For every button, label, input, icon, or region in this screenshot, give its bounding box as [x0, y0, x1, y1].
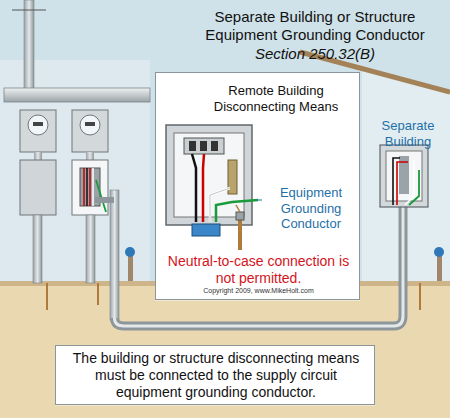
- conduits: [33, 190, 119, 320]
- leader-line: [257, 200, 262, 201]
- service-drop: [12, 10, 46, 11]
- inset-box: Remote Building Disconnecting MeansEquip…: [155, 72, 360, 300]
- note-ground: [55, 345, 375, 405]
- service-disconnects: [20, 160, 108, 215]
- left-wall: [0, 60, 150, 285]
- inset-panel: [166, 125, 258, 250]
- service-mast: [24, 0, 34, 95]
- hose-bib-left: [125, 247, 135, 281]
- title: Separate Building or Structure Equipment…: [195, 8, 435, 44]
- hose-bib-right: [434, 247, 444, 281]
- wireway: [4, 88, 150, 102]
- building-label: Separate Building: [366, 118, 450, 149]
- note-text: The building or structure disconnecting …: [64, 350, 368, 400]
- section-reference: Section 250.32(B): [195, 45, 435, 63]
- inset-heading: Remote Building Disconnecting Means: [196, 83, 356, 114]
- remote-panel: [380, 145, 428, 207]
- meters: [20, 110, 108, 160]
- conduit-stub: [95, 197, 114, 203]
- inset-ground: [155, 72, 360, 300]
- warning-note: Neutral-to-case connection is not permit…: [162, 253, 355, 287]
- note-box: The building or structure disconnecting …: [55, 345, 375, 405]
- copyright: Copyright 2009, www.MikeHolt.com: [162, 287, 355, 295]
- conductor-label: Equipment Grounding Conductor: [264, 185, 358, 232]
- ground: [0, 283, 450, 418]
